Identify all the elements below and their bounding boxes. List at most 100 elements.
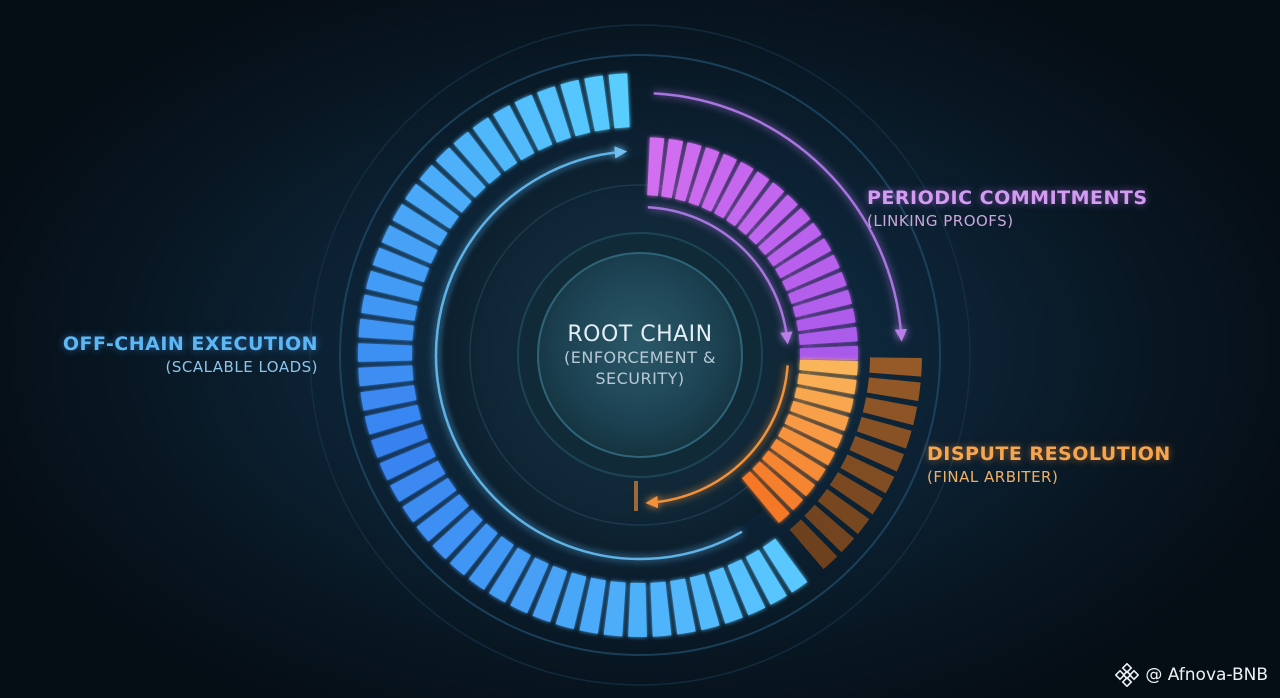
commitment-bar	[799, 345, 858, 361]
execution-bar	[650, 581, 672, 637]
commitment-bar	[726, 171, 770, 227]
dispute-outer-bar	[829, 472, 883, 515]
execution-cycle-arrow	[434, 146, 743, 561]
off-chain-execution-title: OFF-CHAIN EXECUTION	[62, 333, 318, 355]
periodic-commitments-segment	[647, 137, 858, 361]
execution-bar	[555, 572, 587, 630]
execution-bar	[727, 559, 766, 616]
dispute-bar	[789, 400, 849, 431]
execution-bar	[584, 75, 610, 132]
periodic-commitments-subtitle: (LINKING PROOFS)	[867, 212, 1014, 230]
periodic-commitments-title: PERIODIC COMMITMENTS	[867, 187, 1148, 209]
execution-bar	[365, 270, 423, 302]
execution-bar	[416, 494, 469, 542]
periodic-commitments-label: PERIODIC COMMITMENTS (LINKING PROOFS)	[867, 187, 1148, 230]
execution-bar	[537, 86, 572, 143]
commitment-bar	[701, 153, 737, 212]
dispute-bar	[761, 450, 816, 497]
execution-bar	[358, 365, 414, 387]
commitment-bar	[647, 137, 665, 196]
watermark-text: @ Afnova-BNB	[1145, 665, 1268, 685]
dispute-resolution-subtitle: (FINAL ARBITER)	[927, 468, 1059, 486]
binance-logo-icon	[1115, 663, 1140, 687]
execution-bar	[510, 557, 549, 614]
execution-bar	[472, 117, 518, 172]
dispute-outer-bar	[817, 488, 870, 534]
commitment-bar	[796, 308, 856, 332]
dispute-resolution-title: DISPUTE RESOLUTION	[927, 443, 1171, 465]
execution-bar	[379, 442, 436, 481]
execution-bar	[432, 509, 483, 560]
root-chain-label: ROOT CHAIN (ENFORCEMENT & SECURITY)	[520, 322, 760, 389]
execution-bar	[493, 105, 535, 161]
execution-bar	[560, 79, 591, 137]
commitment-bar	[674, 142, 702, 202]
execution-bar	[514, 94, 553, 151]
root-chain-subtitle-line1: (ENFORCEMENT &	[564, 348, 716, 367]
commitment-arrow-outer	[653, 92, 908, 342]
execution-bar	[628, 582, 647, 638]
execution-bar	[449, 523, 498, 576]
dispute-bar	[770, 438, 826, 482]
dispute-bar	[797, 373, 857, 395]
commitment-bar	[688, 147, 720, 207]
commitment-bar	[758, 208, 811, 256]
execution-bar	[392, 203, 448, 246]
off-chain-execution-label: OFF-CHAIN EXECUTION (SCALABLE LOADS)	[63, 333, 318, 376]
commitment-bar	[782, 254, 840, 291]
root-chain-subtitle-line2: SECURITY)	[595, 369, 685, 388]
outer-ring	[339, 54, 941, 656]
commitment-bar	[748, 194, 798, 245]
execution-bar	[358, 343, 413, 362]
commitment-bar	[737, 182, 785, 235]
commitment-bar	[792, 289, 852, 318]
commitment-bar	[714, 161, 754, 219]
dispute-resolution-label: DISPUTE RESOLUTION (FINAL ARBITER)	[927, 443, 1171, 486]
root-chain-core	[537, 252, 743, 458]
dispute-bar	[784, 413, 843, 449]
execution-bar	[608, 73, 630, 129]
dispute-resolution-segment	[741, 359, 858, 523]
dispute-outer-bar	[840, 454, 895, 494]
execution-bar	[402, 477, 457, 523]
execution-bar	[689, 573, 720, 631]
execution-bar	[670, 578, 696, 635]
execution-bar	[532, 565, 568, 623]
watermark: @ Afnova-BNB	[1115, 663, 1268, 687]
execution-bar	[453, 131, 501, 184]
execution-bar	[361, 294, 418, 321]
commitment-bar	[787, 271, 847, 304]
commitment-arrow-inner	[647, 205, 793, 345]
dispute-outer-bar	[804, 504, 855, 553]
execution-bar	[358, 318, 414, 341]
dispute-bar	[778, 426, 835, 466]
dispute-outer-bar	[856, 416, 912, 449]
dispute-bar	[752, 461, 804, 511]
execution-bar	[419, 164, 472, 213]
root-chain-title: ROOT CHAIN	[567, 322, 713, 347]
dispute-bar	[741, 471, 790, 523]
off-chain-execution-segment	[358, 73, 808, 638]
dispute-endpoint-marker	[634, 481, 638, 511]
dispute-return-arrow	[645, 365, 789, 509]
execution-bar	[360, 385, 417, 411]
outer-ring-faint	[309, 24, 971, 686]
execution-bar	[708, 567, 743, 624]
commitment-bar	[798, 326, 858, 345]
execution-bar	[488, 547, 531, 603]
execution-bar	[405, 183, 459, 229]
dispute-bar	[794, 387, 854, 413]
dispute-outer-bar	[789, 519, 838, 570]
execution-bar	[603, 581, 626, 637]
commitment-bar	[775, 238, 832, 279]
dispute-outer-bar	[849, 435, 904, 472]
dispute-resolution-outer-segment	[789, 357, 922, 570]
dispute-outer-bar	[869, 357, 922, 377]
dispute-outer-bar	[866, 377, 921, 402]
dispute-bar	[799, 359, 858, 376]
commitment-bar	[767, 222, 822, 267]
execution-bar	[364, 404, 422, 435]
execution-bar	[435, 147, 486, 198]
